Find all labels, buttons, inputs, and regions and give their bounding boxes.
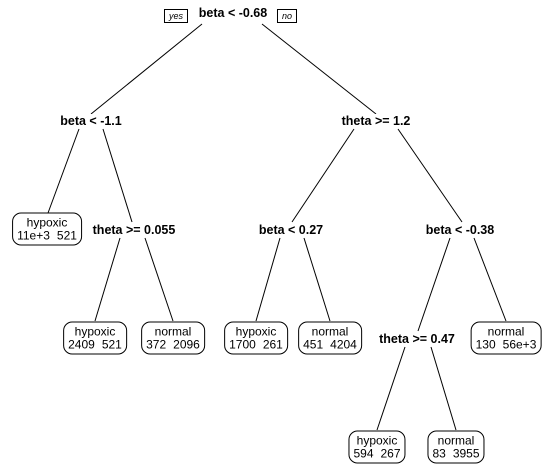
edge-leftright-left (94, 237, 121, 322)
leaf-count-hypoxic: 11e+3 (17, 228, 50, 243)
edge-leftright-right (144, 237, 174, 322)
edge-rrl-left (376, 346, 406, 431)
edge-left-leftleaf (47, 128, 80, 214)
split-root: beta < -0.68 (197, 6, 269, 20)
leaf-count-normal: 521 (56, 228, 77, 243)
leaf-count-normal: 2096 (173, 337, 200, 352)
leaf-count-hypoxic: 1700 (229, 337, 256, 352)
leaf-count-hypoxic: 451 (303, 337, 324, 352)
leaf-class: hypoxic (356, 433, 398, 448)
leaf-count-normal: 521 (101, 337, 122, 352)
leaf-count-hypoxic: 83 (432, 446, 446, 461)
leaf-count-normal: 267 (380, 446, 401, 461)
edge-right-left (291, 128, 355, 223)
leaf-class: hypoxic (74, 324, 116, 339)
leaf-class: normal (437, 433, 475, 448)
split-right-right-left: theta >= 0.47 (378, 332, 456, 346)
leaf-class: hypoxic (26, 215, 68, 230)
leaf-normal: normal 372 2096 (141, 321, 205, 355)
leaf-count-hypoxic: 372 (146, 337, 167, 352)
leaf-hypoxic: hypoxic 11e+3 521 (12, 212, 82, 246)
leaf-class: normal (311, 324, 349, 339)
leaf-hypoxic: hypoxic 2409 521 (63, 321, 127, 355)
no-label: no (276, 9, 298, 23)
leaf-class: normal (487, 324, 525, 339)
leaf-hypoxic: hypoxic 1700 261 (224, 321, 288, 355)
leaf-count-normal: 56e+3 (502, 337, 537, 352)
leaf-class: normal (154, 324, 192, 339)
leaf-normal: normal 451 4204 (298, 321, 362, 355)
leaf-count-hypoxic: 2409 (68, 337, 95, 352)
edge-rightleft-right (303, 237, 331, 322)
edge-right-right (397, 128, 463, 223)
split-right-right: beta < -0.38 (424, 223, 496, 237)
edge-rrl-right (430, 346, 457, 431)
leaf-normal: normal 130 56e+3 (470, 321, 542, 355)
yes-label: yes (163, 9, 189, 23)
leaf-hypoxic: hypoxic 594 267 (348, 430, 406, 464)
leaf-count-normal: 3955 (452, 446, 480, 461)
edge-rightleft-left (255, 237, 281, 322)
leaf-class: hypoxic (235, 324, 277, 339)
leaf-count-normal: 261 (262, 337, 283, 352)
split-right: theta >= 1.2 (340, 114, 412, 128)
leaf-normal: normal 83 3955 (427, 430, 485, 464)
split-left-right: theta >= 0.055 (91, 223, 177, 237)
split-right-left: beta < 0.27 (257, 223, 325, 237)
leaf-count-hypoxic: 594 (353, 446, 374, 461)
edge-rightright-left (417, 237, 451, 332)
edge-root-left (90, 23, 203, 115)
edge-left-right (102, 128, 133, 223)
leaf-count-hypoxic: 130 (475, 337, 496, 352)
edge-root-right (261, 23, 377, 115)
split-left: beta < -1.1 (59, 114, 123, 128)
leaf-count-normal: 4204 (330, 337, 357, 352)
edge-rightright-right (473, 237, 507, 322)
